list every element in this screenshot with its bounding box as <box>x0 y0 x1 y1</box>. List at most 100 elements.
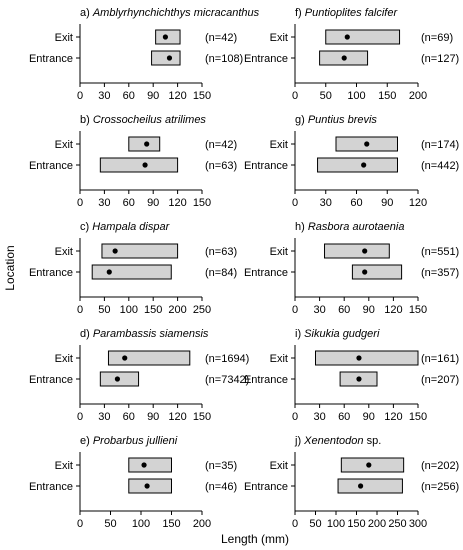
range-box <box>315 350 419 366</box>
panel-title: d) Parambassis siamensis <box>80 328 209 340</box>
n-label: (n=207) <box>421 374 459 386</box>
x-tick-label: 0 <box>77 411 83 423</box>
category-label: Entrance <box>244 53 288 65</box>
panel-title-species: Crossocheilus atrilimes <box>93 114 207 126</box>
x-tick-label: 60 <box>123 90 135 102</box>
x-tick-label: 150 <box>144 304 162 316</box>
x-tick-label: 0 <box>292 90 298 102</box>
n-label: (n=7342) <box>205 374 249 386</box>
x-tick-label: 150 <box>162 518 180 530</box>
x-tick-label: 200 <box>368 518 386 530</box>
mean-point <box>112 248 118 254</box>
x-tick-label: 0 <box>292 518 298 530</box>
x-tick-label: 90 <box>363 304 375 316</box>
panel-title: e) Probarbus jullieni <box>80 435 178 447</box>
panel-title-letter: g) <box>295 114 308 126</box>
panel-title-species: Parambassis siamensis <box>93 328 209 340</box>
x-tick-label: 200 <box>168 304 186 316</box>
category-label: Exit <box>270 460 288 472</box>
panel-title-letter: i) <box>295 328 304 340</box>
panel-title: f) Puntioplites falcifer <box>295 7 398 19</box>
x-tick-label: 150 <box>193 90 211 102</box>
x-tick-label: 0 <box>292 197 298 209</box>
range-box <box>317 157 398 173</box>
mean-point <box>362 248 368 254</box>
x-tick-label: 200 <box>193 518 211 530</box>
category-label: Entrance <box>244 481 288 493</box>
n-label: (n=551) <box>421 246 459 258</box>
x-tick-label: 120 <box>168 411 186 423</box>
x-tick-label: 0 <box>77 197 83 209</box>
range-box <box>101 243 179 259</box>
panel-title-letter: f) <box>295 7 305 19</box>
n-label: (n=442) <box>421 160 459 172</box>
x-tick-label: 90 <box>147 90 159 102</box>
x-tick-label: 150 <box>409 411 427 423</box>
panel-title-species: Puntioplites falcifer <box>305 7 399 19</box>
panel-title-species: Sikukia gudgeri <box>304 328 380 340</box>
mean-point <box>358 483 364 489</box>
category-label: Entrance <box>29 374 73 386</box>
x-tick-label: 0 <box>77 518 83 530</box>
n-label: (n=35) <box>205 460 237 472</box>
panel-title-species: Xenentodon <box>303 435 363 447</box>
x-tick-label: 0 <box>292 411 298 423</box>
panel-title: i) Sikukia gudgeri <box>295 328 380 340</box>
x-tick-label: 90 <box>363 411 375 423</box>
range-box <box>107 350 191 366</box>
mean-point <box>166 55 173 61</box>
range-box <box>99 157 179 173</box>
x-tick-label: 30 <box>313 304 325 316</box>
range-box <box>337 478 403 494</box>
n-label: (n=63) <box>205 160 237 172</box>
x-tick-label: 120 <box>168 90 186 102</box>
panel-title: h) Rasbora aurotaenia <box>295 221 404 233</box>
category-label: Entrance <box>244 374 288 386</box>
category-label: Exit <box>55 139 73 151</box>
x-tick-label: 0 <box>77 90 83 102</box>
x-tick-label: 150 <box>193 197 211 209</box>
x-tick-label: 100 <box>120 304 138 316</box>
x-tick-label: 50 <box>104 518 116 530</box>
x-tick-label: 150 <box>378 90 396 102</box>
x-tick-label: 100 <box>347 90 365 102</box>
n-label: (n=174) <box>421 139 459 151</box>
panel-title: j) Xenentodon sp. <box>294 435 381 447</box>
panel-title: g) Puntius brevis <box>295 114 377 126</box>
n-label: (n=42) <box>205 32 237 44</box>
range-box <box>128 457 173 473</box>
x-tick-label: 300 <box>409 518 427 530</box>
panel-title-letter: j) <box>294 435 304 447</box>
x-tick-label: 250 <box>193 304 211 316</box>
x-tick-label: 120 <box>409 197 427 209</box>
mean-point <box>162 34 168 40</box>
mean-point <box>144 141 150 147</box>
x-tick-label: 60 <box>123 411 135 423</box>
category-label: Entrance <box>244 160 288 172</box>
panel-title: a) Amblyrhynchichthys micracanthus <box>80 7 260 19</box>
n-label: (n=108) <box>205 53 243 65</box>
n-label: (n=42) <box>205 139 237 151</box>
category-label: Exit <box>270 139 288 151</box>
n-label: (n=127) <box>421 53 459 65</box>
range-box <box>128 478 173 494</box>
n-label: (n=256) <box>421 481 459 493</box>
range-box <box>324 243 390 259</box>
category-label: Entrance <box>29 53 73 65</box>
x-tick-label: 90 <box>147 411 159 423</box>
panel-title-species: Amblyrhynchichthys micracanthus <box>92 7 260 19</box>
category-label: Entrance <box>29 481 73 493</box>
category-label: Exit <box>270 353 288 365</box>
x-tick-label: 60 <box>338 304 350 316</box>
category-label: Exit <box>270 246 288 258</box>
mean-point <box>142 162 148 168</box>
panel-title-letter: a) <box>80 7 93 19</box>
